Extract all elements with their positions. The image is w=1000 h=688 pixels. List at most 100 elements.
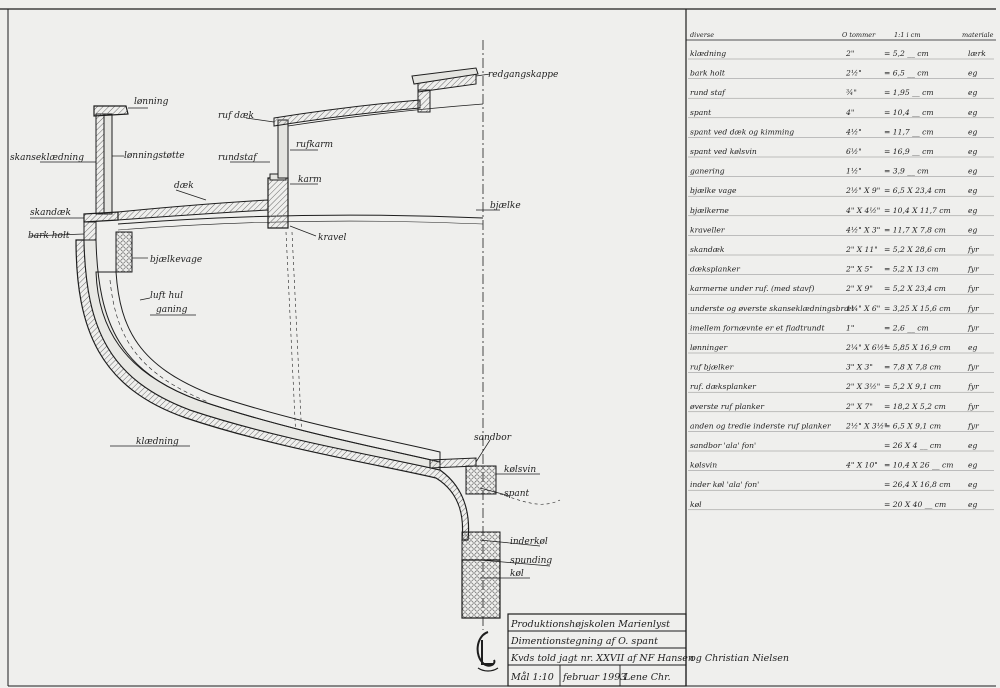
table-cell-name: skandæk bbox=[690, 245, 725, 254]
table-cell-name: bjælke vage bbox=[690, 186, 737, 195]
table-cell-cm: = 5,2 X 28,6 cm bbox=[884, 245, 946, 254]
table-cell-material: eg bbox=[968, 206, 977, 215]
label-kravel: kravel bbox=[318, 233, 347, 243]
table-cell-cm: = 1,95 __ cm bbox=[884, 88, 934, 97]
table-cell-name: klædning bbox=[690, 49, 726, 58]
table-cell-cm: = 2,6 __ cm bbox=[884, 323, 929, 332]
table-cell-cm: = 10,4 X 26 __ cm bbox=[884, 461, 953, 470]
label-lonningstotte: lønningstøtte bbox=[124, 151, 185, 161]
table-cell-cm: = 6,5 X 23,4 cm bbox=[884, 186, 946, 195]
table-cell-name: ruf. dæksplanker bbox=[690, 382, 756, 391]
titleblock-signature: og Christian Nielsen bbox=[690, 653, 789, 664]
table-cell-name: kølsvin bbox=[690, 461, 717, 470]
table-cell-cm: = 6,5 __ cm bbox=[884, 69, 929, 78]
titleblock-vessel: Kvds told jagt nr. XXVII af NF Hansen bbox=[510, 653, 694, 664]
table-cell-material: eg bbox=[968, 108, 977, 117]
titleblock-scale: Mål 1:10 bbox=[510, 671, 554, 683]
leader-lines bbox=[29, 73, 551, 579]
bulwark-planking bbox=[95, 113, 105, 215]
table-cell-material: eg bbox=[968, 186, 977, 195]
table-cell-inch: ¾" bbox=[846, 88, 857, 97]
table-cell-material: lærk bbox=[968, 49, 986, 58]
table-cell-material: fyr bbox=[967, 363, 979, 372]
titleblock-initials: Lene Chr. bbox=[623, 672, 671, 683]
table-cell-cm: = 26,4 X 16,8 cm bbox=[884, 480, 951, 489]
table-cell-name: underste og øverste skanseklædningsbræt bbox=[690, 304, 855, 313]
label-lonning: lønning bbox=[134, 97, 169, 107]
deckhouse-roof-rufdaek bbox=[273, 99, 421, 127]
table-cell-inch: 4" X 10" bbox=[845, 461, 878, 470]
title-block: Produktionshøjskolen Marienlyst Dimentio… bbox=[476, 613, 789, 687]
table-header-cm: 1:1 i cm bbox=[894, 31, 920, 39]
table-cell-inch: 2½" X 3½" bbox=[845, 421, 888, 430]
inner-keel-inderkol bbox=[461, 531, 501, 561]
table-cell-name: imellem fornævnte er et fladtrundt bbox=[690, 323, 826, 332]
table-cell-name: kraveller bbox=[690, 225, 725, 234]
table-cell-material: fyr bbox=[967, 323, 979, 332]
table-cell-inch: 2¼" X 6½" bbox=[845, 343, 888, 352]
table-cell-cm: = 5,2 __ cm bbox=[884, 49, 929, 58]
titleblock-school: Produktionshøjskolen Marienlyst bbox=[510, 619, 670, 630]
table-cell-material: fyr bbox=[967, 421, 979, 430]
table-cell-material: eg bbox=[968, 167, 977, 176]
table-header-tommer: O tommer bbox=[842, 31, 876, 39]
hull-section-drawing bbox=[75, 40, 561, 630]
label-klaedning: klædning bbox=[136, 437, 179, 447]
label-ganing: ganing bbox=[156, 305, 188, 315]
table-header-materiale: materiale bbox=[962, 31, 994, 39]
dimension-table: diverse O tommer 1:1 i cm materiale klæd… bbox=[686, 31, 996, 511]
table-cell-inch: 2½" X 9" bbox=[845, 186, 880, 195]
label-sandbor: sandbor bbox=[474, 433, 512, 443]
label-rufdaek: ruf dæk bbox=[218, 111, 254, 121]
table-cell-cm: = 5,2 X 23,4 cm bbox=[884, 284, 946, 293]
rail-lonning bbox=[93, 105, 129, 117]
table-cell-name: bark holt bbox=[690, 69, 726, 78]
label-skanseklaedning: skanseklædning bbox=[10, 153, 84, 163]
table-cell-inch: 4½" bbox=[845, 127, 862, 136]
keelson-kolsvin bbox=[465, 465, 497, 495]
table-cell-inch: 2" X 9" bbox=[845, 284, 873, 293]
table-cell-cm: = 6,5 X 9,1 cm bbox=[884, 421, 941, 430]
table-cell-inch: 4½" X 3" bbox=[845, 225, 880, 234]
table-cell-name: spant ved dæk og kimming bbox=[690, 127, 794, 136]
table-cell-cm: = 16,9 __ cm bbox=[884, 147, 934, 156]
table-cell-inch: 2" bbox=[845, 49, 854, 58]
table-cell-cm: = 3,25 X 15,6 cm bbox=[884, 304, 951, 313]
table-cell-name: ruf bjælker bbox=[690, 363, 734, 372]
table-cell-material: eg bbox=[968, 127, 977, 136]
table-cell-inch: 1" bbox=[846, 323, 854, 332]
table-cell-name: karmerne under ruf. (med stavf) bbox=[690, 284, 814, 293]
label-rundstaf: rundstaf bbox=[218, 153, 258, 163]
table-cell-name: ganering bbox=[690, 167, 725, 176]
drawing-labels: lønning skanseklædning lønningstøtte ska… bbox=[10, 70, 558, 579]
covering-board-skandaek bbox=[83, 211, 119, 223]
table-cell-inch: 2" X 7" bbox=[845, 402, 873, 411]
table-cell-name: øverste ruf planker bbox=[689, 402, 764, 411]
table-cell-cm: = 5,2 X 13 cm bbox=[884, 265, 939, 274]
table-cell-inch: 3" X 3" bbox=[846, 363, 873, 372]
table-cell-cm: = 18,2 X 5,2 cm bbox=[884, 402, 946, 411]
titleblock-title: Dimentionstegning af O. spant bbox=[510, 636, 658, 647]
table-header-row: diverse O tommer 1:1 i cm materiale bbox=[690, 31, 994, 39]
table-cell-name: køl bbox=[690, 500, 702, 509]
table-cell-inch: 2" X 3½" bbox=[845, 382, 880, 391]
table-cell-cm: = 3,9 __ cm bbox=[884, 167, 929, 176]
table-header-diverse: diverse bbox=[690, 31, 714, 39]
table-cell-name: spant ved kølsvin bbox=[690, 147, 757, 156]
table-cell-material: eg bbox=[968, 225, 977, 234]
table-cell-material: eg bbox=[968, 147, 977, 156]
table-cell-inch: 1½" bbox=[846, 167, 862, 176]
table-cell-cm: = 7,8 X 7,8 cm bbox=[884, 363, 941, 372]
hull-planking-klaedning bbox=[75, 239, 470, 541]
table-cell-cm: = 11,7 X 7,8 cm bbox=[884, 225, 946, 234]
table-cell-material: fyr bbox=[967, 382, 979, 391]
table-cell-name: spant bbox=[690, 108, 712, 117]
label-redgangskappe: redgangskappe bbox=[488, 70, 558, 80]
monogram-logo bbox=[476, 631, 499, 672]
table-cell-inch: 2" X 11" bbox=[845, 245, 878, 254]
table-cell-name: dæksplanker bbox=[690, 265, 740, 274]
table-cell-inch: 6½" bbox=[846, 147, 862, 156]
table-cell-inch: 1¼" X 6" bbox=[846, 304, 880, 313]
coaming-karm bbox=[267, 177, 289, 229]
